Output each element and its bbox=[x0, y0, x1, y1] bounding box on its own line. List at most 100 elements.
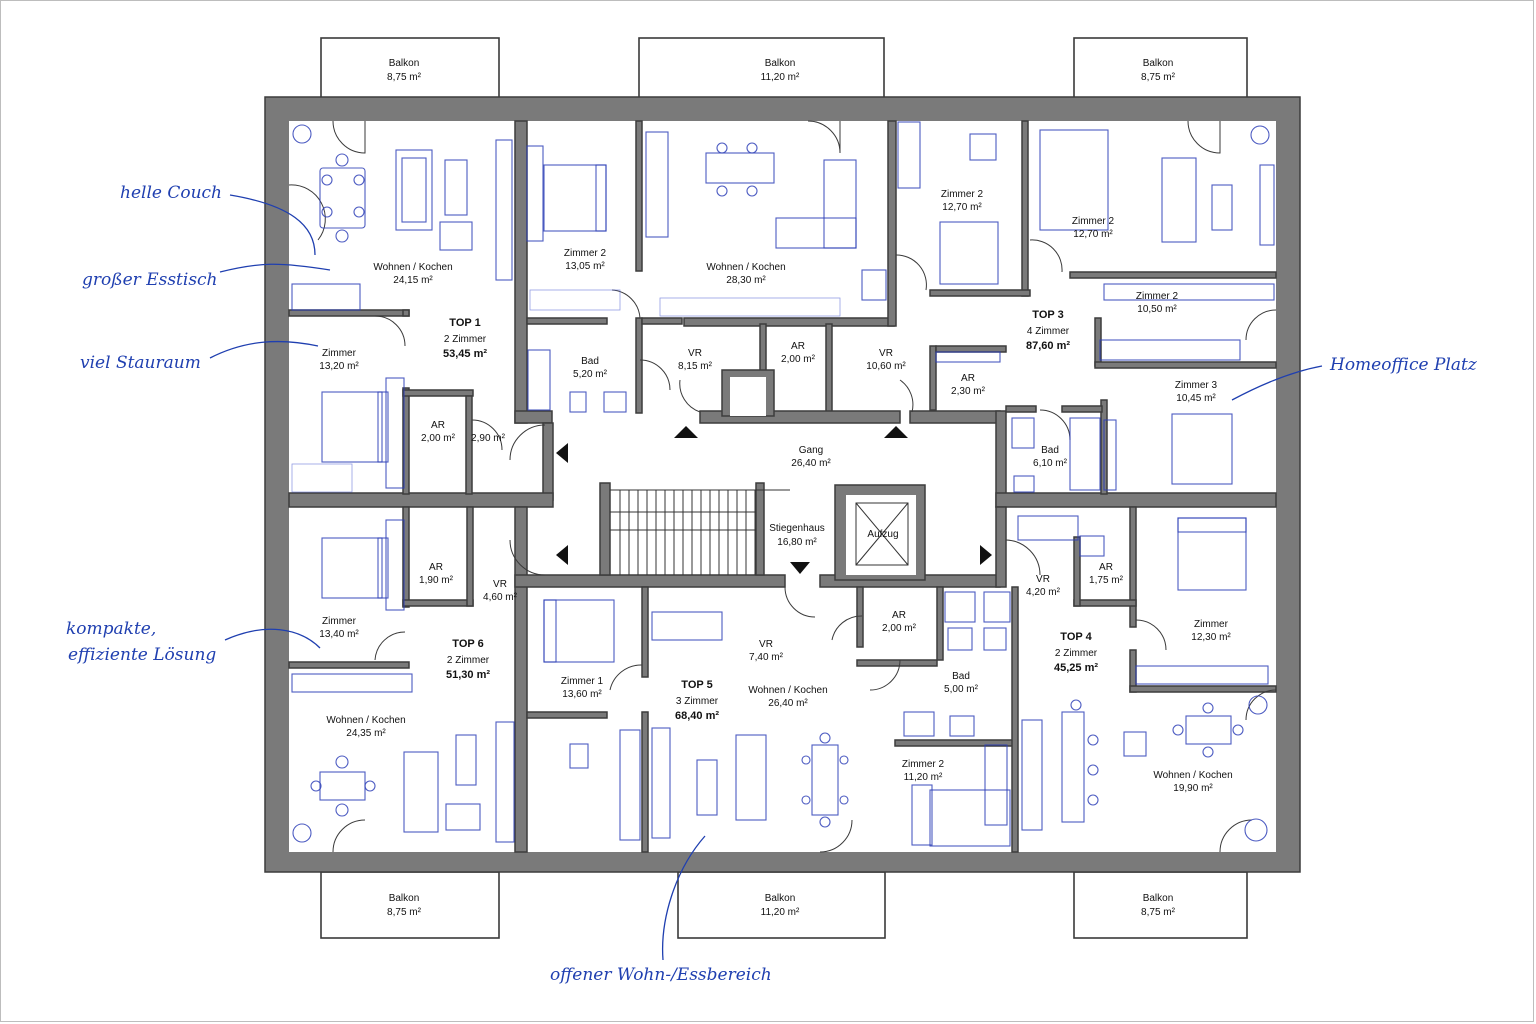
room-t6-wohnen-area: 24,35 m² bbox=[346, 728, 386, 739]
note-homeoffice: Homeoffice Platz bbox=[1329, 355, 1478, 375]
room-t4-wohnen-name: Wohnen / Kochen bbox=[1153, 770, 1232, 781]
note-esstisch: großer Esstisch bbox=[82, 270, 218, 290]
balcony-1-area: 8,75 m² bbox=[387, 72, 422, 83]
room-t3-zimmer2a-name: Zimmer 2 bbox=[941, 189, 984, 200]
room-labels: Wohnen / Kochen 24,15 m² Zimmer 13,20 m²… bbox=[319, 189, 1232, 794]
room-stiegenhaus-area: 16,80 m² bbox=[777, 537, 817, 548]
note-stauraum: viel Stauraum bbox=[80, 353, 201, 373]
room-t3-vr-name: VR bbox=[879, 348, 893, 359]
room-t5-ar-name: AR bbox=[892, 610, 906, 621]
room-t6-ar-area: 1,90 m² bbox=[419, 575, 454, 586]
room-t5-bad-area: 5,00 m² bbox=[944, 684, 979, 695]
room-t6-wohnen-name: Wohnen / Kochen bbox=[326, 715, 405, 726]
room-t3-zimmer3-name: Zimmer 3 bbox=[1175, 380, 1218, 391]
room-t4-zimmer-name: Zimmer bbox=[1194, 619, 1229, 630]
room-t4-wohnen-area: 19,90 m² bbox=[1173, 783, 1213, 794]
room-t4-zimmer-area: 12,30 m² bbox=[1191, 632, 1231, 643]
room-t1-zimmer-name: Zimmer bbox=[322, 348, 357, 359]
unit-top6-area: 51,30 m² bbox=[446, 669, 490, 681]
room-t5-wohnen-area: 26,40 m² bbox=[768, 698, 808, 709]
room-t2-zimmer2-name: Zimmer 2 bbox=[564, 248, 607, 259]
room-t2-bad-name: Bad bbox=[581, 356, 599, 367]
room-t1-wohnen-name: Wohnen / Kochen bbox=[373, 262, 452, 273]
balcony-4-name: Balkon bbox=[389, 893, 420, 904]
note-helle-couch: helle Couch bbox=[120, 183, 222, 203]
room-aufzug-name: Aufzug bbox=[867, 529, 898, 540]
room-t5-zimmer1-name: Zimmer 1 bbox=[561, 676, 604, 687]
room-t3-ar-area: 2,30 m² bbox=[951, 386, 986, 397]
balcony-5-area: 11,20 m² bbox=[761, 907, 800, 918]
unit-top4-rooms: 2 Zimmer bbox=[1055, 648, 1098, 659]
room-t5-zimmer2-area: 11,20 m² bbox=[904, 772, 943, 783]
balcony-6-name: Balkon bbox=[1143, 893, 1174, 904]
room-t5-vr-area: 7,40 m² bbox=[749, 652, 784, 663]
unit-top1-title: TOP 1 bbox=[449, 317, 480, 329]
room-stiegenhaus-name: Stiegenhaus bbox=[769, 523, 825, 534]
room-t1-ar-name: AR bbox=[431, 420, 445, 431]
room-t5-zimmer2-name: Zimmer 2 bbox=[902, 759, 945, 770]
unit-top6-rooms: 2 Zimmer bbox=[447, 655, 490, 666]
balcony-3-name: Balkon bbox=[1143, 58, 1174, 69]
unit-top4-title: TOP 4 bbox=[1060, 631, 1092, 643]
room-t3-zimmer2c-name: Zimmer 2 bbox=[1136, 291, 1179, 302]
note-kompakt-line2: effiziente Lösung bbox=[68, 645, 216, 665]
unit-labels: TOP 1 2 Zimmer 53,45 m² TOP 3 4 Zimmer 8… bbox=[443, 309, 1098, 722]
room-t3-vr-area: 10,60 m² bbox=[866, 361, 906, 372]
room-t3-zimmer2c-area: 10,50 m² bbox=[1137, 304, 1177, 315]
room-t5-ar-area: 2,00 m² bbox=[882, 623, 917, 634]
room-t2-vr-name: VR bbox=[688, 348, 702, 359]
elevator bbox=[855, 502, 909, 566]
room-t1-wohnen-area: 24,15 m² bbox=[393, 275, 433, 286]
room-t4-vr-area: 4,20 m² bbox=[1026, 587, 1061, 598]
unit-top5-area: 68,40 m² bbox=[675, 710, 719, 722]
balcony-4-area: 8,75 m² bbox=[387, 907, 422, 918]
room-t2-wohnen-area: 28,30 m² bbox=[726, 275, 766, 286]
room-gang-area: 26,40 m² bbox=[791, 458, 831, 469]
note-offener-wohnbereich: offener Wohn-/Essbereich bbox=[550, 965, 772, 985]
room-t3-bad-name: Bad bbox=[1041, 445, 1059, 456]
room-t2-ar-area: 2,00 m² bbox=[781, 354, 816, 365]
room-t4-ar-name: AR bbox=[1099, 562, 1113, 573]
room-t2-wohnen-name: Wohnen / Kochen bbox=[706, 262, 785, 273]
room-t6-zimmer-name: Zimmer bbox=[322, 616, 357, 627]
furniture-sketch bbox=[291, 121, 1275, 847]
room-t2-ar-name: AR bbox=[791, 341, 805, 352]
room-t5-bad-name: Bad bbox=[952, 671, 970, 682]
room-t4-vr-name: VR bbox=[1036, 574, 1050, 585]
unit-top5-title: TOP 5 bbox=[681, 679, 712, 691]
doors bbox=[288, 120, 1277, 853]
entrance-arrows bbox=[556, 426, 992, 574]
stair-treads bbox=[619, 490, 756, 575]
unit-top3-rooms: 4 Zimmer bbox=[1027, 326, 1070, 337]
room-t2-vr-area: 8,15 m² bbox=[678, 361, 713, 372]
balconies bbox=[320, 37, 1248, 939]
unit-top1-area: 53,45 m² bbox=[443, 348, 487, 360]
unit-top1-rooms: 2 Zimmer bbox=[444, 334, 487, 345]
room-t3-bad-area: 6,10 m² bbox=[1033, 458, 1068, 469]
balcony-1-name: Balkon bbox=[389, 58, 420, 69]
room-t5-zimmer1-area: 13,60 m² bbox=[562, 689, 602, 700]
unit-top3-title: TOP 3 bbox=[1032, 309, 1063, 321]
room-t3-ar-name: AR bbox=[961, 373, 975, 384]
room-gang-name: Gang bbox=[799, 445, 823, 456]
room-t2-zimmer2-area: 13,05 m² bbox=[565, 261, 605, 272]
balcony-3-area: 8,75 m² bbox=[1141, 72, 1176, 83]
unit-top3-area: 87,60 m² bbox=[1026, 340, 1070, 352]
handwritten-annotations: helle Couch großer Esstisch viel Staurau… bbox=[66, 183, 1478, 985]
room-t2-bad-area: 5,20 m² bbox=[573, 369, 608, 380]
room-t1-vr-area: 2,90 m² bbox=[471, 433, 506, 444]
balcony-2-area: 11,20 m² bbox=[761, 72, 800, 83]
room-t3-zimmer2b-name: Zimmer 2 bbox=[1072, 216, 1115, 227]
room-t4-ar-area: 1,75 m² bbox=[1089, 575, 1124, 586]
unit-top4-area: 45,25 m² bbox=[1054, 662, 1098, 674]
unit-top6-title: TOP 6 bbox=[452, 638, 483, 650]
room-t5-wohnen-name: Wohnen / Kochen bbox=[748, 685, 827, 696]
room-t3-zimmer2a-area: 12,70 m² bbox=[942, 202, 982, 213]
room-t3-zimmer2b-area: 12,70 m² bbox=[1073, 229, 1113, 240]
room-t6-vr-name: VR bbox=[493, 579, 507, 590]
unit-top5-rooms: 3 Zimmer bbox=[676, 696, 719, 707]
room-t1-ar-area: 2,00 m² bbox=[421, 433, 456, 444]
balcony-6-area: 8,75 m² bbox=[1141, 907, 1176, 918]
